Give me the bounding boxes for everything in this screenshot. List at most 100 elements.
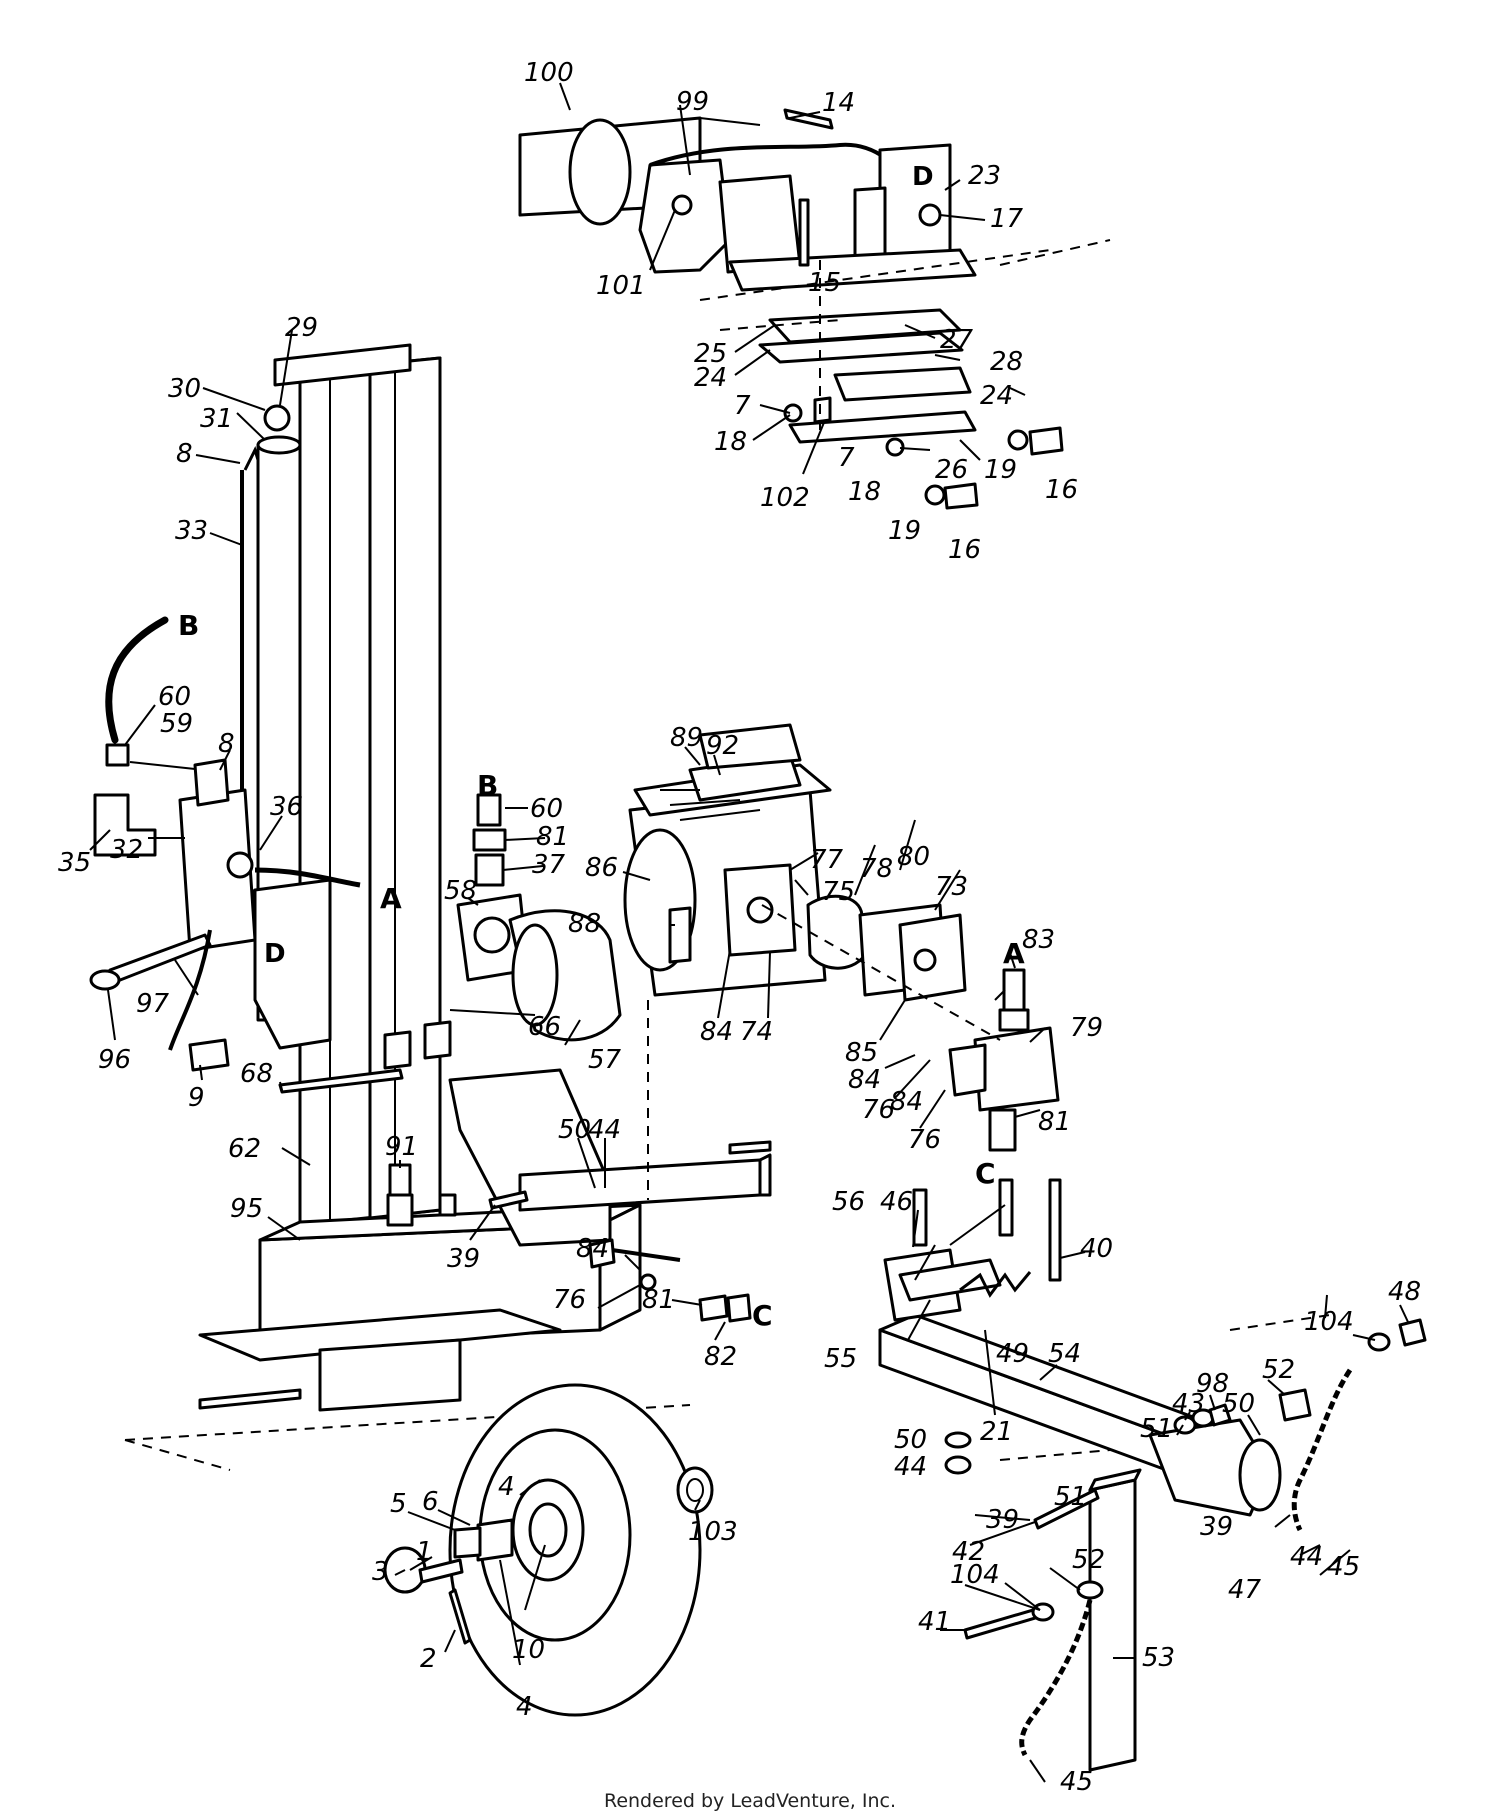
callout-85: 85 [845, 1038, 878, 1068]
callout-15: 15 [808, 268, 841, 298]
callout-51-lower: 51 [1054, 1482, 1087, 1512]
callout-44-hitch: 44 [1290, 1542, 1323, 1572]
callout-29: 29 [285, 313, 318, 343]
callout-16-lower: 16 [948, 535, 981, 565]
callout-39-tank: 39 [447, 1244, 480, 1274]
callout-60-hose: 60 [158, 682, 191, 712]
callout-91: 91 [385, 1132, 418, 1162]
callout-2: 2 [420, 1644, 437, 1674]
callout-9: 9 [188, 1083, 205, 1113]
callout-36: 36 [270, 792, 303, 822]
connector-d-wedge: D [912, 162, 934, 192]
callout-104-lower: 104 [950, 1560, 1000, 1590]
callout-84-engine: 84 [700, 1017, 733, 1047]
callout-68: 68 [240, 1059, 273, 1089]
callout-10: 10 [512, 1635, 545, 1665]
callout-44-tongue: 44 [894, 1452, 927, 1482]
callout-19-upper: 19 [984, 455, 1017, 485]
callout-19-lower: 19 [888, 516, 921, 546]
callout-104-upper: 104 [1304, 1307, 1354, 1337]
callout-4-upper: 4 [498, 1472, 515, 1502]
callout-50-hitch: 50 [1222, 1389, 1255, 1419]
callout-44-arm: 44 [588, 1115, 621, 1145]
callout-8-lower: 8 [218, 729, 235, 759]
callout-41: 41 [918, 1607, 951, 1637]
callout-25: 25 [694, 339, 727, 369]
callout-35: 35 [58, 848, 91, 878]
connector-b-hose: B [178, 609, 199, 642]
callout-30: 30 [168, 374, 201, 404]
callout-56: 56 [832, 1187, 865, 1217]
callout-18-lower: 18 [848, 477, 881, 507]
callout-32: 32 [110, 835, 143, 865]
callout-82: 82 [704, 1342, 737, 1372]
callout-62: 62 [228, 1134, 261, 1164]
callout-21: 21 [980, 1417, 1013, 1447]
callout-80: 80 [897, 842, 930, 872]
callout-46: 46 [880, 1187, 913, 1217]
callout-98: 98 [1196, 1369, 1229, 1399]
callout-23: 23 [968, 161, 1001, 191]
callout-99: 99 [676, 87, 709, 117]
callout-50-tongue: 50 [894, 1425, 927, 1455]
tongue-hitch-assembly [878, 1178, 1427, 1772]
callout-18-upper: 18 [714, 427, 747, 457]
callout-53: 53 [1142, 1643, 1175, 1673]
callout-51-upper: 51 [1140, 1414, 1173, 1444]
callout-26: 26 [935, 455, 968, 485]
callout-77: 77 [810, 845, 844, 875]
callout-3: 3 [372, 1557, 389, 1587]
callout-60-fitting: 60 [530, 794, 563, 824]
callout-58: 58 [444, 876, 477, 906]
callout-16-upper: 16 [1045, 475, 1078, 505]
callout-numbers: 100 99 14 23 17 101 15 27 28 25 24 24 7 … [58, 58, 1421, 1797]
callout-leaders [89, 82, 1409, 1783]
connector-c-pump: C [975, 1157, 996, 1190]
wheel-assembly [383, 1383, 714, 1717]
callout-8-upper: 8 [176, 439, 193, 469]
connector-a-pump: A [1003, 937, 1025, 970]
connector-b-fitting: B [477, 769, 498, 802]
callout-84-pump-right: 84 [890, 1087, 923, 1117]
callout-14: 14 [822, 88, 855, 118]
callout-74: 74 [740, 1017, 773, 1047]
callout-66: 66 [528, 1012, 561, 1042]
callout-43: 43 [1172, 1389, 1205, 1419]
callout-24-right: 24 [980, 381, 1013, 411]
callout-49: 49 [996, 1339, 1029, 1369]
callout-76-pump-left: 76 [862, 1095, 895, 1125]
connector-d-bracket: D [264, 939, 286, 969]
callout-89: 89 [670, 723, 703, 753]
callout-45-upper: 45 [1327, 1552, 1360, 1582]
callout-52-lower: 52 [1072, 1545, 1105, 1575]
engine-pump-assembly [623, 723, 1060, 1152]
callout-75: 75 [822, 877, 855, 907]
callout-52-upper: 52 [1262, 1355, 1295, 1385]
callout-54: 54 [1048, 1339, 1081, 1369]
callout-42: 42 [952, 1537, 985, 1567]
callout-81-fitting: 81 [536, 822, 569, 852]
callout-37: 37 [532, 850, 566, 880]
beam-wedge-assembly [518, 108, 1111, 510]
callout-50-arm: 50 [558, 1115, 591, 1145]
callout-59: 59 [160, 709, 193, 739]
callout-39-hitch: 39 [1200, 1512, 1233, 1542]
callout-6: 6 [422, 1487, 439, 1517]
callout-76-pump-right: 76 [908, 1125, 941, 1155]
callout-79: 79 [1070, 1013, 1103, 1043]
callout-86: 86 [585, 853, 618, 883]
connector-a-hose: A [380, 882, 402, 915]
connector-c-line: C [752, 1299, 773, 1332]
callout-28: 28 [990, 347, 1023, 377]
callout-24-left: 24 [694, 363, 727, 393]
callout-83: 83 [1022, 925, 1055, 955]
callout-76-line: 76 [553, 1285, 586, 1315]
callout-17: 17 [990, 204, 1024, 234]
callout-7-lower: 7 [838, 443, 855, 473]
callout-27: 27 [940, 325, 974, 355]
callout-45-lower: 45 [1060, 1767, 1093, 1797]
callout-95: 95 [230, 1194, 263, 1224]
callout-48: 48 [1388, 1277, 1421, 1307]
callout-101: 101 [596, 271, 646, 301]
callout-40: 40 [1080, 1234, 1113, 1264]
